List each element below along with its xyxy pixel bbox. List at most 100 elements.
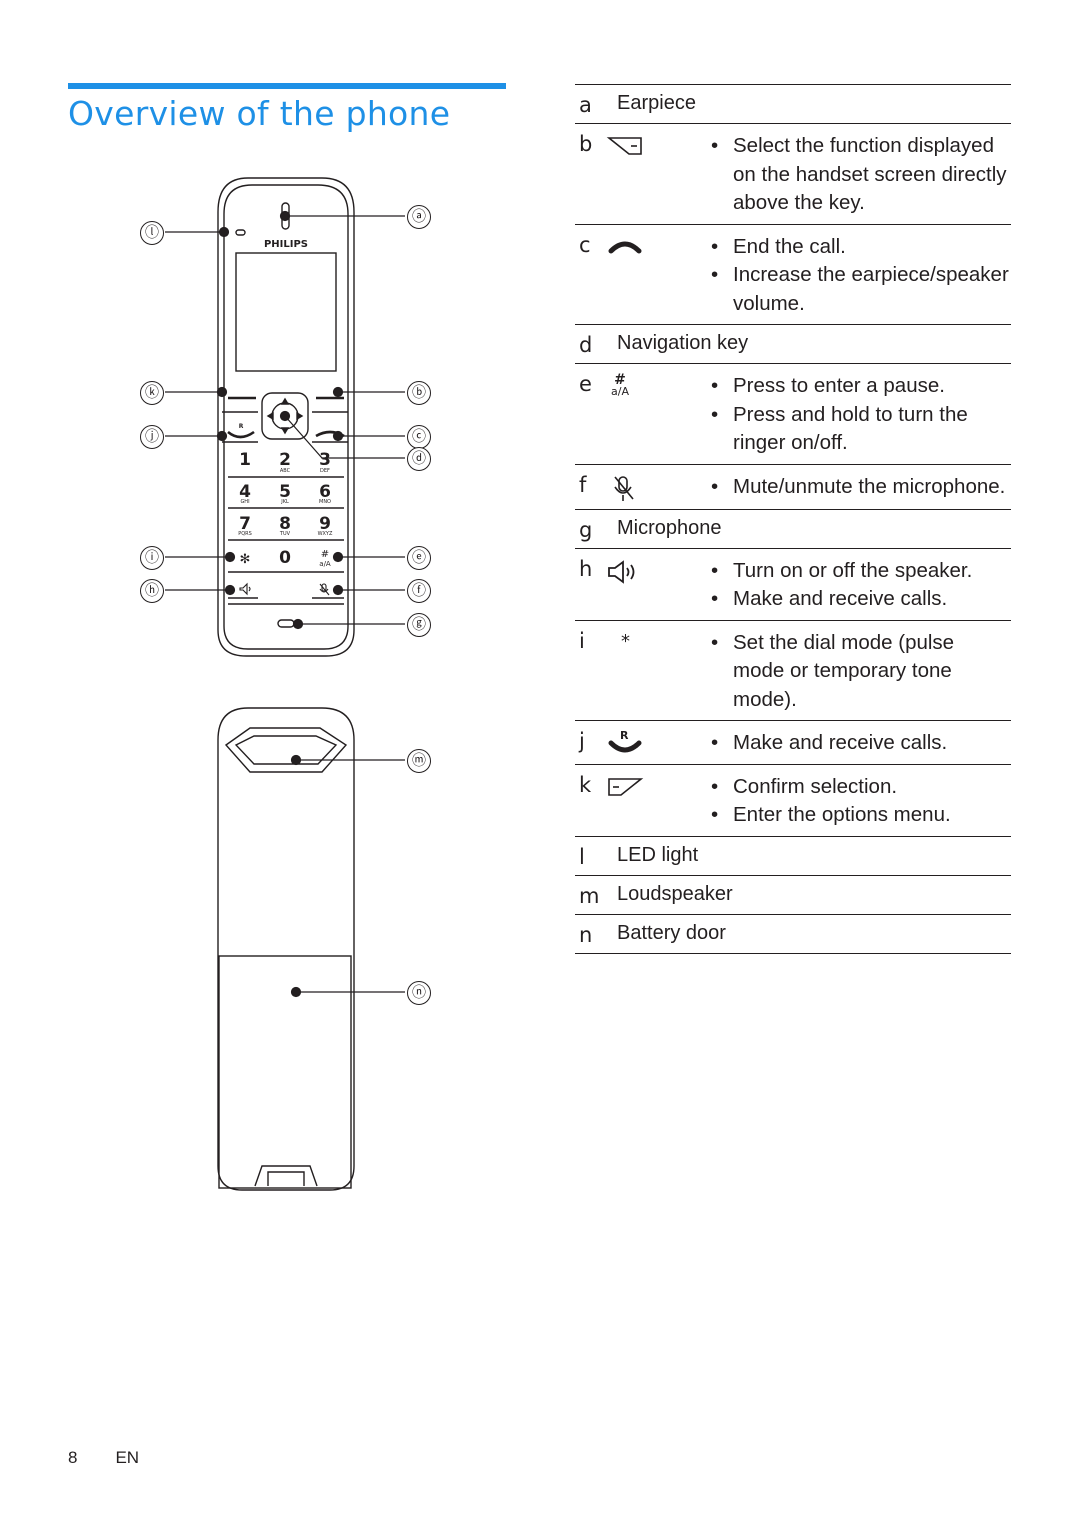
key-2-sub: ABC (280, 468, 291, 474)
row-bullet: Press and hold to turn the ringer on/off… (733, 402, 968, 455)
brand-logo: PHILIPS (264, 239, 308, 250)
callout-n: ⓝ (407, 981, 431, 1005)
page-footer: 8 EN (68, 1448, 177, 1468)
speaker-icon (608, 559, 635, 584)
row-letter: a (579, 93, 592, 117)
callout-i: ⓘ (140, 546, 164, 570)
callout-j: ⓙ (140, 425, 164, 449)
callout-d: ⓓ (407, 447, 431, 471)
legend-row-j: j R •Make and receive calls. (575, 720, 1011, 764)
callout-k: ⓚ (140, 381, 164, 405)
legend-row-m: m Loudspeaker (575, 874, 1011, 914)
callout-f: ⓕ (407, 579, 431, 603)
callout-m: ⓜ (407, 749, 431, 773)
handset-front (217, 177, 355, 657)
legend-row-h: h •Turn on or off the speaker. •Make and… (575, 547, 1011, 620)
row-letter: i (579, 628, 585, 653)
handset-back (217, 707, 355, 1191)
row-bullet: Confirm selection. (733, 774, 898, 798)
soft-key-right-icon (606, 137, 642, 155)
page-number: 8 (68, 1448, 78, 1467)
row-bullet: Make and receive calls. (733, 587, 948, 610)
callout-h: ⓗ (140, 579, 164, 603)
row-bullet: Mute/unmute the microphone. (733, 474, 1006, 498)
legend-row-g: g Microphone (575, 508, 1011, 548)
legend-row-l: l LED light (575, 835, 1011, 875)
row-bullet: Make and receive calls. (733, 731, 948, 754)
row-letter: d (579, 333, 593, 357)
legend-row-i: i * •Set the dial mode (pulse mode or te… (575, 619, 1011, 721)
row-label: LED light (617, 843, 699, 866)
key-9-sub: WXYZ (318, 531, 333, 537)
soft-key-left-icon (608, 777, 644, 796)
key-6-sub: MNO (319, 499, 331, 505)
key-4: 4 (239, 482, 251, 502)
row-letter: f (579, 472, 587, 497)
row-bullet: Press to enter a pause. (733, 374, 945, 397)
row-letter: c (579, 232, 591, 257)
talk-flash-label: R (620, 729, 629, 742)
row-label: Navigation key (617, 332, 749, 354)
row-letter: j (579, 729, 585, 753)
page-title: Overview of the phone (68, 94, 451, 133)
key-7: 7 (239, 514, 251, 534)
row-letter: k (579, 772, 592, 797)
key-0: 0 (279, 548, 291, 568)
row-bullet: Turn on or off the speaker. (733, 558, 973, 582)
key-8-sub: TUV (279, 531, 291, 537)
legend-row-e: e # a/A •Press to enter a pause. •Press … (575, 363, 1011, 464)
callout-c: ⓒ (407, 425, 431, 449)
callout-b: ⓑ (407, 381, 431, 405)
row-letter: m (579, 883, 600, 908)
callout-e: ⓔ (407, 546, 431, 570)
legend-table: a Earpiece b •Select the function displa… (575, 84, 1011, 954)
key-hash: # (321, 549, 329, 560)
key-hash-sub: a/A (319, 560, 331, 568)
key-5: 5 (279, 482, 291, 502)
star-key-label: * (621, 630, 630, 652)
legend-row-n: n Battery door (575, 913, 1011, 954)
row-letter: e (579, 372, 592, 396)
legend-row-c: c •End the call. •Increase the earpiece/… (575, 223, 1011, 325)
hash-key-icon: # a/A (605, 372, 635, 398)
key-6: 6 (319, 482, 331, 502)
row-bullet: Select the function displayed on the han… (733, 134, 1007, 214)
legend-row-d: d Navigation key (575, 324, 1011, 363)
legend-row-f: f •Mute/unmute the microphone. (575, 463, 1011, 509)
callout-g: ⓖ (407, 613, 431, 637)
language-code: EN (115, 1448, 140, 1467)
key-1: 1 (239, 450, 251, 470)
phone-diagram: 1 2 3 ABC DEF 4 5 6 GHI JKL MNO 7 8 9 PQ… (165, 177, 405, 1191)
key-4-sub: GHI (240, 499, 249, 505)
title-rule (68, 83, 506, 89)
row-letter: n (579, 922, 593, 947)
key-3-sub: DEF (320, 468, 330, 474)
row-letter: g (579, 517, 593, 542)
key-3: 3 (319, 450, 331, 470)
row-bullet: Set the dial mode (pulse mode or tempora… (733, 630, 955, 711)
key-2: 2 (279, 450, 291, 470)
hash-key-bottom: a/A (611, 385, 629, 398)
row-label: Battery door (617, 921, 726, 944)
key-5-sub: JKL (280, 499, 289, 505)
row-label: Loudspeaker (617, 882, 733, 905)
row-letter: l (579, 844, 585, 869)
callout-a: ⓐ (407, 205, 431, 229)
row-letter: h (579, 556, 593, 581)
row-label: Microphone (617, 516, 722, 539)
row-bullet: Increase the earpiece/speaker volume. (733, 263, 1009, 315)
end-call-icon (608, 241, 642, 253)
row-label: Earpiece (617, 92, 696, 114)
key-flash-label: R (239, 423, 244, 430)
talk-flash-icon: R (605, 729, 645, 757)
legend-row-b: b •Select the function displayed on the … (575, 123, 1011, 224)
hash-key-top: # (614, 372, 626, 388)
key-7-sub: PQRS (238, 531, 252, 537)
legend-row-a: a Earpiece (575, 84, 1011, 123)
key-8: 8 (279, 514, 291, 534)
callout-l: ⓛ (140, 221, 164, 245)
legend-row-k: k •Confirm selection. •Enter the options… (575, 763, 1011, 836)
row-bullet: Enter the options menu. (733, 803, 951, 826)
row-letter: b (579, 132, 593, 156)
mute-microphone-icon (614, 475, 634, 501)
